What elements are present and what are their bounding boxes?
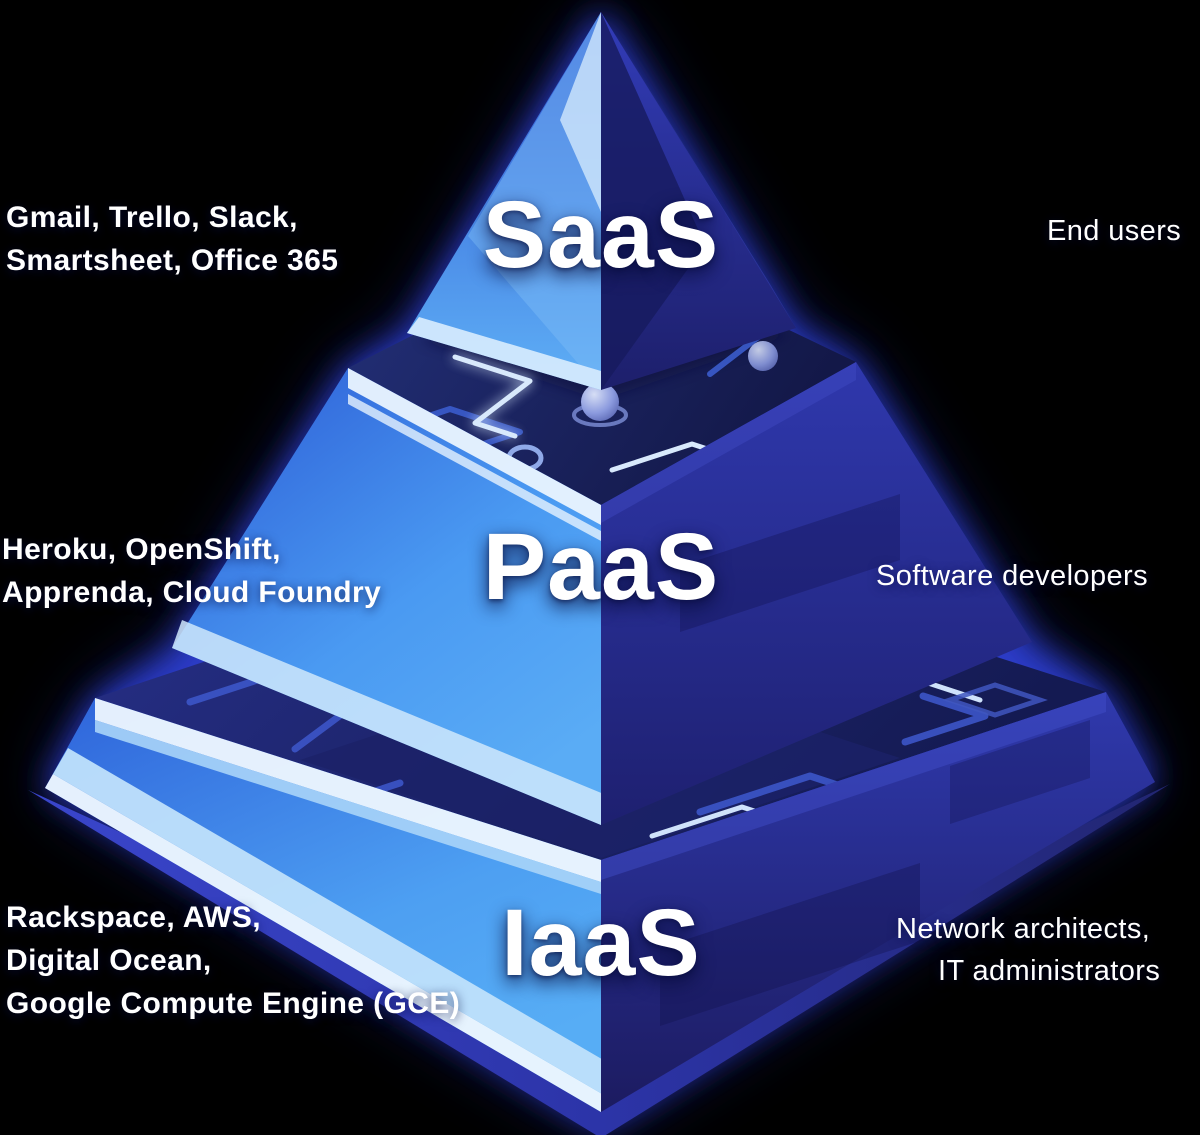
label-line: Google Compute Engine (GCE) [6, 987, 461, 1020]
circuit-node-sphere [748, 341, 778, 371]
iaas-users-label-line2: IT administrators [938, 950, 1160, 992]
label-line: Smartsheet, Office 365 [6, 244, 339, 277]
paas-right-face [601, 362, 1032, 825]
saas-pyramid [407, 12, 796, 390]
saas-examples-label: Gmail, Trello, Slack, Smartsheet, Office… [6, 196, 338, 282]
label-line: End users [1047, 215, 1182, 247]
iaas-right-face [601, 692, 1155, 1112]
iaas-tier-label: IaaS [501, 890, 701, 996]
label-line: Digital Ocean, [6, 944, 212, 977]
iaas-left-face [45, 698, 624, 1112]
label-line: Heroku, OpenShift, [2, 533, 281, 566]
label-line: IT administrators [938, 955, 1161, 987]
circuit-node-sphere [581, 383, 619, 421]
iaas-users-label: Network architects, [896, 908, 1150, 950]
paas-users-label: Software developers [876, 555, 1148, 597]
saas-users-label: End users [1047, 210, 1181, 252]
label-line: Gmail, Trello, Slack, [6, 201, 298, 234]
paas-tier-label: PaaS [482, 514, 720, 620]
paas-left-face [172, 368, 611, 825]
label-line: Apprenda, Cloud Foundry [2, 576, 382, 609]
label-line: Network architects, [896, 913, 1151, 945]
iaas-examples-label: Rackspace, AWS, Digital Ocean, Google Co… [6, 896, 460, 1025]
label-line: Rackspace, AWS, [6, 901, 262, 934]
label-line: Software developers [876, 560, 1148, 592]
saas-tier-label: SaaS [482, 182, 720, 288]
paas-examples-label: Heroku, OpenShift, Apprenda, Cloud Found… [2, 528, 381, 614]
